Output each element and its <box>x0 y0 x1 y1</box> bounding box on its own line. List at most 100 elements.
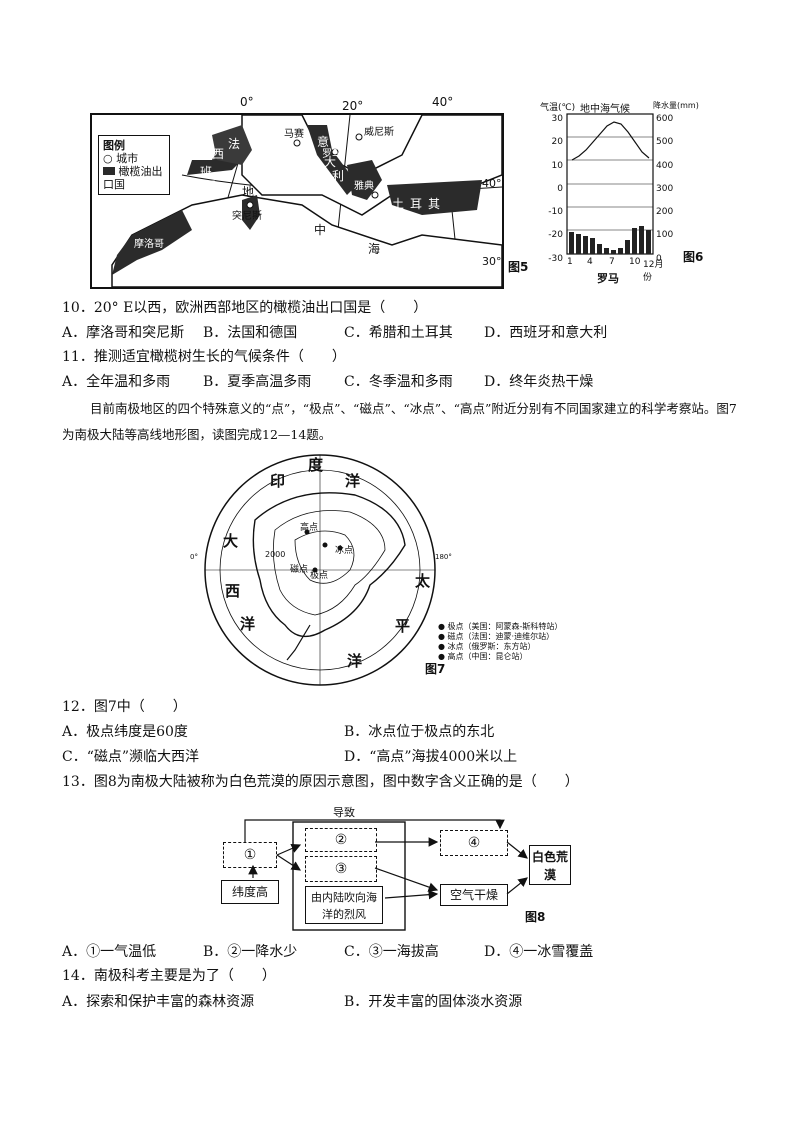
map-legend: 图例 ○ 城市 橄榄油出口国 <box>98 135 170 195</box>
legend-olive-text: 橄榄油出口国 <box>103 165 163 191</box>
question-14-stem: 14．南极科考主要是为了（ ） <box>62 968 276 984</box>
q11-option-c[interactable]: C．冬季温和多雨 <box>344 374 453 390</box>
q14-option-b[interactable]: B．开发丰富的固体淡水资源 <box>344 994 523 1010</box>
place-morocco: 摩洛哥 <box>134 239 164 250</box>
right-tick: 500 <box>656 137 674 148</box>
antarctica-graphic <box>204 454 436 686</box>
precip-bar <box>583 236 588 254</box>
right-tick: 300 <box>656 183 674 194</box>
left-tick: 30 <box>551 114 563 124</box>
place-venice: 威尼斯 <box>364 127 394 138</box>
q11-option-d[interactable]: D．终年炎热干燥 <box>484 374 594 390</box>
q12-option-b[interactable]: B．冰点位于极点的东北 <box>344 724 495 740</box>
precip-bars <box>569 226 651 254</box>
x-tick: 4 <box>587 257 593 267</box>
q11-option-a[interactable]: A．全年温和多雨 <box>62 374 171 390</box>
ocean-char-pacific-1: 太 <box>415 572 431 590</box>
point-magnetic: 磁点 <box>290 565 309 575</box>
box-4: ④ <box>440 830 508 856</box>
turkey-char-1: 土 <box>392 197 405 211</box>
spain-char-3: 牙 <box>204 179 217 193</box>
intro-paragraph: 目前南极地区的四个特殊意义的“点”，“极点”、“磁点”、“冰点”、“高点”附近分… <box>62 401 737 442</box>
right-tick: 0 <box>656 253 662 264</box>
diagram-lines <box>244 819 528 931</box>
x-tick: 12月份 <box>643 260 664 283</box>
q11-option-b[interactable]: B．夏季高温多雨 <box>203 374 312 390</box>
figure-6-label: 图6 <box>683 250 704 264</box>
q10-option-b[interactable]: B．法国和德国 <box>203 325 298 341</box>
q10-option-a[interactable]: A．摩洛哥和突尼斯 <box>62 325 185 341</box>
figure-8-label: 图8 <box>525 910 546 924</box>
chart-title: 地中海气候 <box>580 104 630 115</box>
point-high: 高点 <box>300 523 319 533</box>
q13-option-c[interactable]: C．③一海拔高 <box>344 944 439 960</box>
ocean-char-atlantic-2: 西 <box>225 582 241 600</box>
q13-option-d[interactable]: D．④一冰雪覆盖 <box>484 944 594 960</box>
q12-option-c[interactable]: C．“磁点”濒临大西洋 <box>62 749 200 765</box>
left-tick: 20 <box>551 137 563 148</box>
ocean-char-pacific-2: 平 <box>395 617 411 635</box>
ocean-char-atlantic-1: 大 <box>223 532 239 550</box>
left-tick: -20 <box>548 230 563 241</box>
lon-left-label: 0° <box>190 553 198 561</box>
legend-city: ○ 城市 <box>103 152 139 165</box>
chart-right-axis-title: 降水量(mm) <box>653 101 699 110</box>
precip-bar <box>597 244 602 254</box>
question-13-stem: 13．图8为南极大陆被称为白色荒漠的原因示意图，图中数字含义正确的是（ ） <box>62 774 579 790</box>
q13-option-b[interactable]: B．②一降水少 <box>203 944 298 960</box>
legend-title: 图例 <box>103 139 125 152</box>
figure-7-label: 图7 <box>425 662 446 676</box>
turkey-char-3: 其 <box>428 197 441 211</box>
right-tick: 200 <box>656 207 674 218</box>
italy-char-3: 利 <box>332 169 345 183</box>
italy-char-1: 意 <box>317 135 330 149</box>
q10-option-c[interactable]: C．希腊和土耳其 <box>344 325 453 341</box>
precip-bar <box>632 228 637 254</box>
figure-5-map: 0° 20° 40° <box>90 95 510 290</box>
left-tick: 10 <box>551 160 563 171</box>
ocean-char-pacific-3: 洋 <box>347 652 363 670</box>
chart-right-ticks: 600 500 400 300 200 100 0 <box>656 108 680 271</box>
precip-bar <box>569 232 574 254</box>
left-tick: -30 <box>548 253 563 264</box>
place-athens: 雅典 <box>354 181 374 192</box>
place-tunis: 突尼斯 <box>232 211 262 222</box>
legend-olive: 橄榄油出口国 <box>103 165 165 191</box>
point-ice: 冰点 <box>335 546 354 556</box>
x-tick: 10 <box>629 257 641 267</box>
sea-char-1: 地 <box>242 185 255 199</box>
sea-char-3: 海 <box>368 242 381 256</box>
box-3: ③ <box>305 856 377 882</box>
figure-8-diagram: 导致 ① ② ③ ④ 纬度高 由内陆吹向海洋的烈风 空气干燥 白色荒漠 图8 <box>215 800 585 935</box>
lon-label-20: 20° <box>342 99 364 113</box>
precip-bar <box>639 226 644 254</box>
q13-option-a[interactable]: A．①一气温低 <box>62 944 157 960</box>
precip-bar <box>618 248 623 254</box>
lon-right-label: 180° <box>435 553 452 561</box>
precip-bar <box>576 234 581 254</box>
q12-option-a[interactable]: A．极点纬度是60度 <box>62 724 188 740</box>
map-graphic <box>111 115 502 287</box>
chart-left-ticks: 30 20 10 0 -10 -20 -30 <box>539 108 563 271</box>
precip-bar <box>590 238 595 254</box>
q10-option-d[interactable]: D．西班牙和意大利 <box>484 325 608 341</box>
contour-label: 2000 <box>265 550 286 559</box>
right-tick: 600 <box>656 114 674 124</box>
chart-left-axis-title: 气温(℃) <box>540 103 576 113</box>
legend-pole: ● 极点（美国：阿蒙森-斯科特站） <box>438 622 563 631</box>
legend-ice: ● 冰点（俄罗斯：东方站） <box>438 642 536 651</box>
box-wind: 由内陆吹向海洋的烈风 <box>305 886 383 924</box>
lon-label-40: 40° <box>432 95 454 109</box>
left-tick: 0 <box>557 183 563 194</box>
lat-label-40: 40° <box>482 177 502 190</box>
figure-7-antarctica: 度 印 洋 大 西 洋 太 平 洋 高点 冰点 磁点 极点 2000 0° 18… <box>190 450 615 690</box>
question-10-stem: 10．20° E以西，欧洲西部地区的橄榄油出口国是（ ） <box>62 300 428 316</box>
q12-option-d[interactable]: D．“高点”海拔4000米以上 <box>344 749 518 765</box>
legend-magnetic: ● 磁点（法国：迪蒙·迪维尔站） <box>438 632 555 641</box>
q14-option-a[interactable]: A．探索和保护丰富的森林资源 <box>62 994 255 1010</box>
precip-bar <box>646 230 651 254</box>
spain-char-2: 班 <box>200 165 213 179</box>
legend-high: ● 高点（中国：昆仑站） <box>438 652 528 661</box>
map-frame: 图例 ○ 城市 橄榄油出口国 马赛 罗马 威尼斯 雅典 突尼斯 地 中 海 土 … <box>90 113 504 289</box>
box-white-desert: 白色荒漠 <box>529 845 571 885</box>
